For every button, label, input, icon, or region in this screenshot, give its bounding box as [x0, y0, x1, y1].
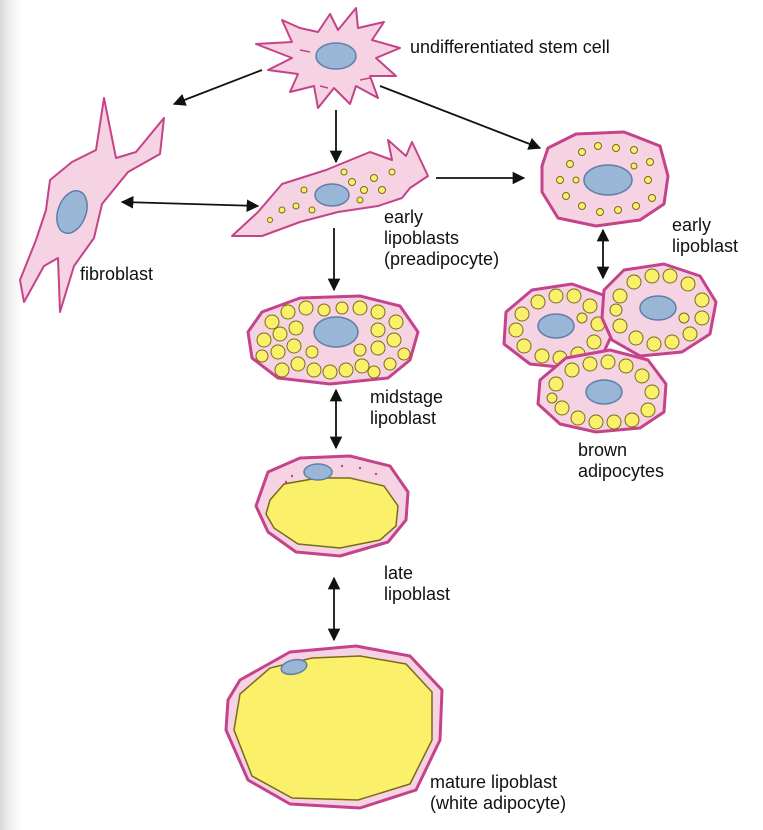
- brown-adipocyte-right: [602, 264, 716, 356]
- arrow-stem-to-early-lipoblast: [380, 86, 540, 148]
- midstage-lipoblast-nucleus: [314, 317, 358, 347]
- label-midstage-1: midstage: [370, 387, 443, 408]
- mature-lipoblast-lipid: [234, 656, 432, 800]
- early-lipoblasts-nucleus: [315, 184, 349, 206]
- brown-adipocyte-right-nucleus: [640, 296, 676, 320]
- label-late-1: late: [384, 563, 413, 584]
- early-lipoblast-cell: [542, 132, 668, 226]
- arrow-stem-to-fibroblast: [174, 70, 262, 104]
- label-fibroblast: fibroblast: [80, 264, 153, 285]
- label-brown-1: brown: [578, 440, 627, 461]
- label-early-lipoblast-1: early: [672, 215, 711, 236]
- label-stem-cell: undifferentiated stem cell: [410, 37, 610, 58]
- midstage-lipoblast-cell: [248, 296, 418, 384]
- label-mature-1: mature lipoblast: [430, 772, 557, 793]
- label-brown-2: adipocytes: [578, 461, 664, 482]
- brown-adipocytes-cluster: [504, 264, 716, 432]
- stem-cell: [256, 8, 400, 108]
- arrow-fibroblast-early-lipoblasts: [122, 202, 258, 206]
- brown-adipocyte-left-nucleus: [538, 314, 574, 338]
- stem-cell-nucleus: [316, 43, 356, 69]
- label-early-lipoblasts-2: lipoblasts: [384, 228, 459, 249]
- label-late-2: lipoblast: [384, 584, 450, 605]
- label-early-lipoblasts-1: early: [384, 207, 423, 228]
- label-midstage-2: lipoblast: [370, 408, 436, 429]
- brown-adipocyte-bottom-nucleus: [586, 380, 622, 404]
- late-lipoblast-cell: [256, 456, 408, 556]
- label-early-lipoblast-2: lipoblast: [672, 236, 738, 257]
- label-early-lipoblasts-3: (preadipocyte): [384, 249, 499, 270]
- early-lipoblast-nucleus: [584, 165, 632, 195]
- label-mature-2: (white adipocyte): [430, 793, 566, 814]
- late-lipoblast-nucleus: [304, 464, 332, 480]
- mature-lipoblast-cell: [226, 646, 442, 808]
